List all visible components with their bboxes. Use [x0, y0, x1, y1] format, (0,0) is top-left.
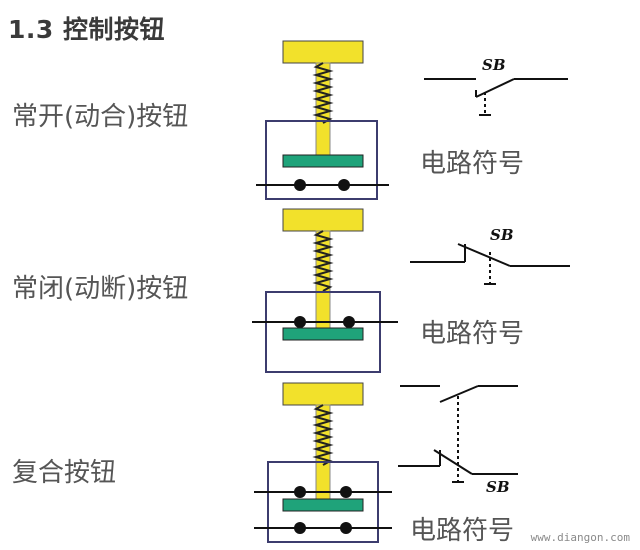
row-label-normally-open: 常开(动合)按钮: [12, 102, 189, 132]
upper-contact-left: [294, 486, 306, 498]
normally-open-button-illustration: [256, 40, 389, 200]
contact-bar: [282, 498, 364, 512]
contact-point-left: [294, 179, 306, 191]
symbol-caption-compound: 电路符号: [410, 516, 515, 546]
symbol-caption-normally-open: 电路符号: [420, 149, 525, 179]
button-cap: [282, 40, 364, 64]
symbol-tag-normally-closed: SB: [490, 226, 514, 244]
compound-symbol: [398, 385, 518, 483]
housing: [265, 120, 378, 200]
watermark: www.diangon.com: [530, 531, 630, 544]
row-label-normally-closed: 常闭(动断)按钮: [12, 274, 189, 304]
button-cap: [282, 208, 364, 232]
housing: [265, 291, 381, 373]
housing: [267, 461, 379, 543]
row-label-compound: 复合按钮: [12, 458, 117, 488]
symbol-caption-normally-closed: 电路符号: [420, 319, 525, 349]
lower-contact-left: [294, 522, 306, 534]
button-cap: [282, 382, 364, 406]
symbol-tag-compound: SB: [486, 478, 510, 496]
symbol-tag-normally-open: SB: [482, 56, 506, 74]
contact-point-left: [294, 316, 306, 328]
normally-open-symbol: [424, 78, 568, 116]
contact-point-right: [338, 179, 350, 191]
contact-bar: [282, 327, 364, 341]
contact-point-right: [343, 316, 355, 328]
lower-contact-right: [340, 522, 352, 534]
page-title: 1.3 控制按钮: [8, 15, 165, 44]
contact-bar: [282, 154, 364, 168]
normally-closed-button-illustration: [252, 208, 398, 373]
compound-button-illustration: [254, 382, 392, 543]
upper-contact-right: [340, 486, 352, 498]
normally-closed-symbol: [410, 243, 570, 285]
